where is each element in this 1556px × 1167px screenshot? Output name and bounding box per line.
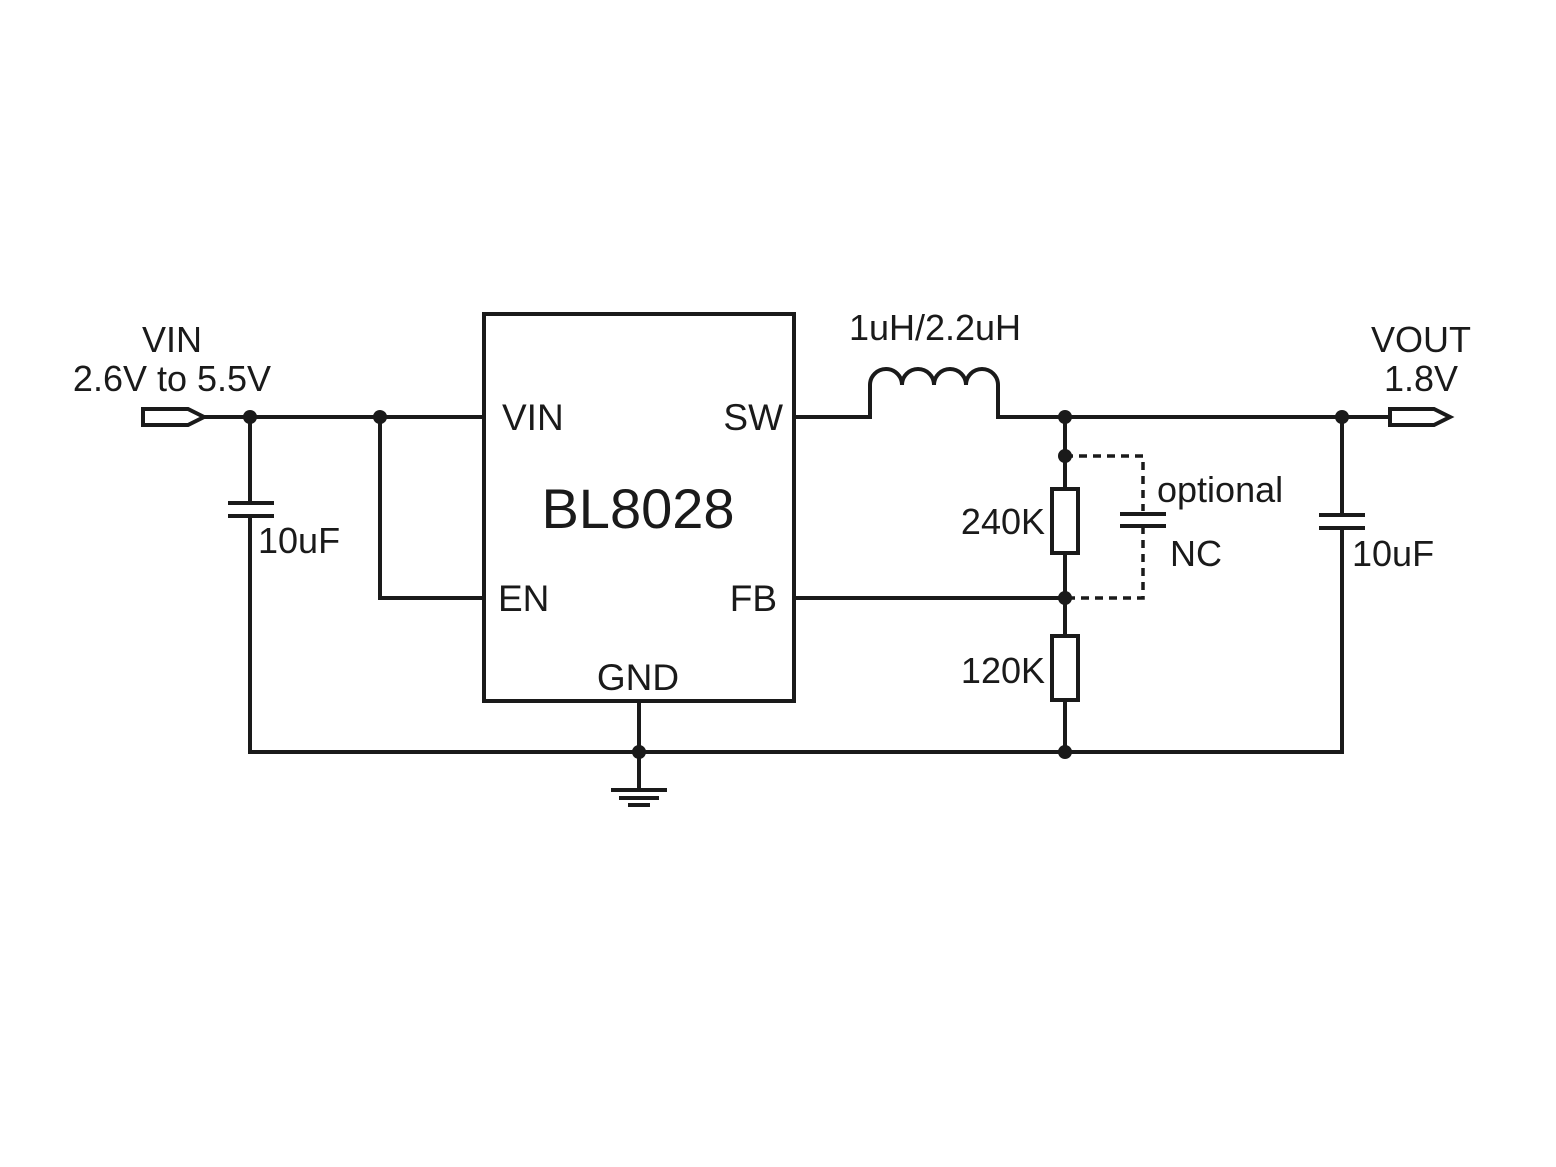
resistor-240k xyxy=(1050,487,1080,555)
input-cap-value-label: 10uF xyxy=(258,520,340,561)
vin-port-arrow xyxy=(141,407,209,427)
inductor-icon xyxy=(868,367,1000,419)
vout-label: VOUT xyxy=(1371,319,1471,360)
ic-body xyxy=(482,312,796,703)
vin-range-label: 2.6V to 5.5V xyxy=(73,358,271,399)
output-cap-value-label: 10uF xyxy=(1352,533,1434,574)
vout-voltage-label: 1.8V xyxy=(1384,358,1458,399)
pin-en-label: EN xyxy=(498,578,549,619)
pin-vin-label: VIN xyxy=(502,397,564,438)
ff-cap-nc-label: NC xyxy=(1170,533,1222,574)
divider-ground-node xyxy=(1058,745,1072,759)
vout-port-arrow xyxy=(1388,407,1455,427)
vin-label: VIN xyxy=(142,319,202,360)
optional-ff-cap-dashed xyxy=(1065,454,1145,600)
pin-sw-label: SW xyxy=(723,397,783,438)
pin-gnd-label: GND xyxy=(597,657,679,698)
pin-fb-label: FB xyxy=(730,578,777,619)
ground-symbol-icon xyxy=(611,788,667,807)
r-bottom-value-label: 120K xyxy=(961,650,1045,691)
r-top-value-label: 240K xyxy=(961,501,1045,542)
ic-name-label: BL8028 xyxy=(541,477,734,540)
ff-cap-optional-label: optional xyxy=(1157,469,1283,510)
inductor-value-label: 1uH/2.2uH xyxy=(849,307,1021,348)
resistor-120k xyxy=(1050,634,1080,702)
